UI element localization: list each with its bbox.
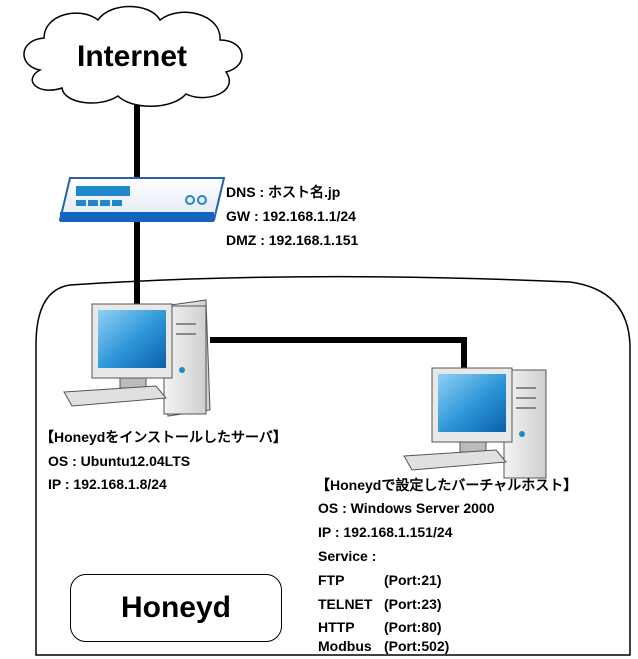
router-dmz: DMZ : 192.168.1.151	[226, 232, 359, 248]
virtual-host-ip: IP : 192.168.1.151/24	[318, 524, 453, 540]
service-name: Modbus	[318, 638, 372, 654]
virtual-host-os: OS : Windows Server 2000	[318, 500, 495, 516]
virtual-host-title: 【Honeydで設定したバーチャルホスト】	[316, 477, 578, 493]
router-dns: DNS : ホスト名.jp	[226, 184, 340, 201]
internet-label: Internet	[76, 40, 187, 73]
network-zone-outline	[35, 275, 631, 656]
service-label: Service :	[318, 548, 377, 564]
service-name: FTP	[318, 572, 345, 588]
server-ip: IP : 192.168.1.8/24	[48, 476, 167, 492]
dns-value: ホスト名.jp	[268, 184, 341, 200]
service-port: (Port:23)	[384, 596, 442, 612]
cable-server-virtualhost	[210, 337, 467, 370]
honeyd-label: Honeyd	[120, 591, 231, 624]
virtual-host-pc-icon	[403, 367, 547, 479]
service-port: (Port:80)	[384, 619, 442, 635]
router-icon	[58, 177, 226, 222]
server-pc-icon	[63, 299, 211, 417]
honeyd-box: Honeyd	[70, 574, 282, 642]
service-row: HTTP (Port:80)	[318, 619, 442, 636]
server-title: 【Honeydをインストールしたサーバ】	[40, 429, 287, 445]
service-port: (Port:21)	[384, 572, 442, 588]
service-port: (Port:502)	[384, 638, 450, 654]
service-row: Modbus (Port:502)	[318, 638, 449, 655]
service-row: TELNET (Port:23)	[318, 596, 442, 613]
server-os: OS : Ubuntu12.04LTS	[48, 453, 191, 469]
internet-cloud-icon	[23, 5, 243, 107]
service-name: HTTP	[318, 619, 355, 635]
service-name: TELNET	[318, 596, 373, 612]
service-row: FTP (Port:21)	[318, 572, 442, 589]
dns-label: DNS :	[226, 184, 268, 200]
router-gw: GW : 192.168.1.1/24	[226, 208, 356, 224]
